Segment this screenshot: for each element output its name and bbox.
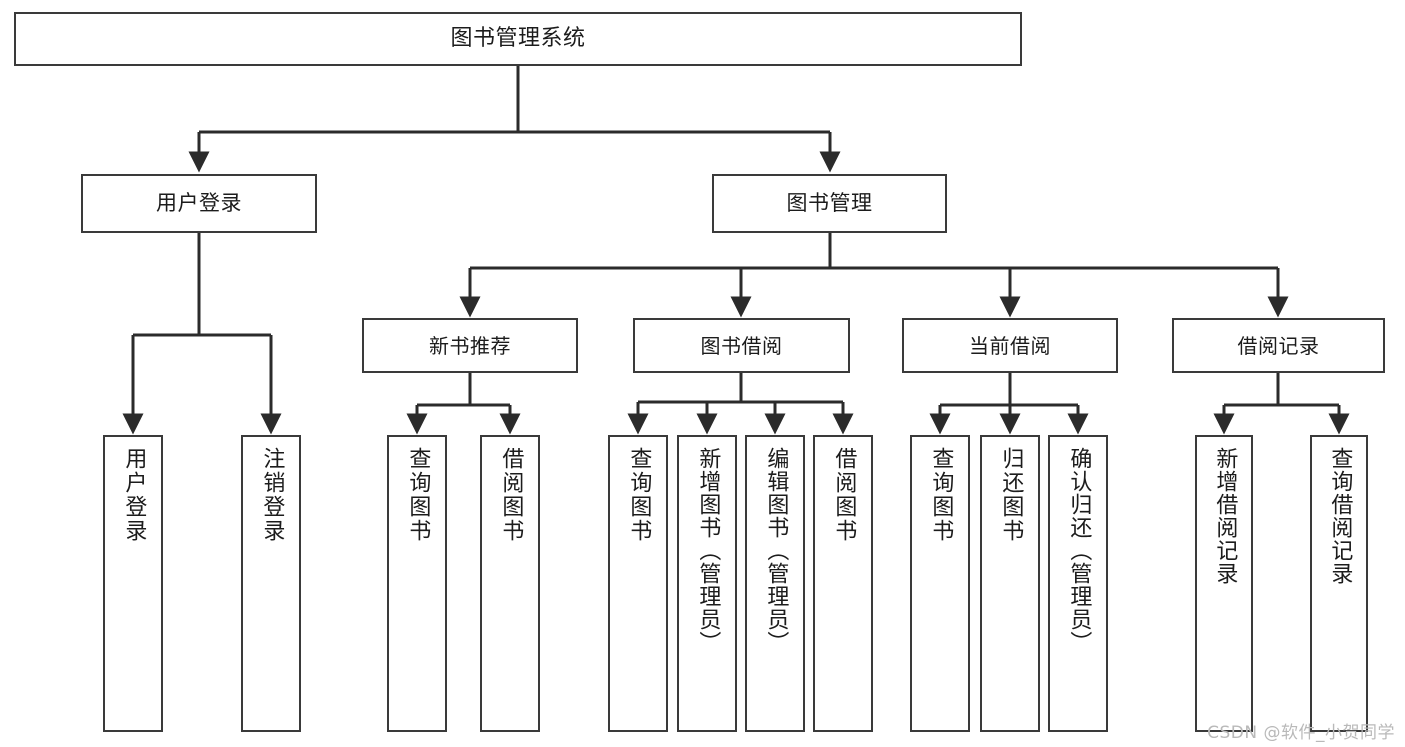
node-leaf-add-book[interactable]: 新增图书（管理员） [677, 435, 737, 732]
node-leaf-add-record-label: 新增借阅记录 [1212, 447, 1238, 585]
node-leaf-query-record-label: 查询借阅记录 [1327, 447, 1353, 585]
node-new-book-rec-label: 新书推荐 [429, 333, 511, 358]
node-root-system[interactable]: 图书管理系统 [14, 12, 1022, 66]
node-leaf-borrow-book-b[interactable]: 借阅图书 [813, 435, 873, 732]
node-leaf-confirm-return[interactable]: 确认归还（管理员） [1048, 435, 1108, 732]
node-leaf-borrow-book-a-label: 借阅图书 [498, 447, 524, 543]
node-leaf-query-book-c-label: 查询图书 [928, 447, 954, 543]
node-leaf-add-book-label: 新增图书（管理员） [695, 447, 721, 654]
node-leaf-user-logout-label: 注销登录 [259, 447, 285, 543]
node-current-borrow[interactable]: 当前借阅 [902, 318, 1118, 373]
node-leaf-query-record[interactable]: 查询借阅记录 [1310, 435, 1368, 732]
node-borrow-record-label: 借阅记录 [1237, 333, 1320, 358]
node-book-manage[interactable]: 图书管理 [712, 174, 947, 233]
node-user-login[interactable]: 用户登录 [81, 174, 317, 233]
node-leaf-user-logout[interactable]: 注销登录 [241, 435, 301, 732]
node-leaf-confirm-return-label: 确认归还（管理员） [1066, 447, 1092, 654]
node-leaf-edit-book-label: 编辑图书（管理员） [763, 447, 789, 654]
node-current-borrow-label: 当前借阅 [969, 333, 1051, 358]
node-leaf-edit-book[interactable]: 编辑图书（管理员） [745, 435, 805, 732]
node-leaf-user-login-label: 用户登录 [121, 447, 147, 543]
node-leaf-borrow-book-b-label: 借阅图书 [831, 447, 857, 543]
node-leaf-query-book-b-label: 查询图书 [626, 447, 652, 543]
node-leaf-add-record[interactable]: 新增借阅记录 [1195, 435, 1253, 732]
node-root-label: 图书管理系统 [450, 25, 586, 51]
node-leaf-borrow-book-a[interactable]: 借阅图书 [480, 435, 540, 732]
node-leaf-return-book[interactable]: 归还图书 [980, 435, 1040, 732]
node-leaf-query-book-a[interactable]: 查询图书 [387, 435, 447, 732]
node-leaf-query-book-a-label: 查询图书 [405, 447, 431, 543]
node-user-login-label: 用户登录 [156, 190, 242, 215]
node-leaf-return-book-label: 归还图书 [998, 447, 1024, 543]
node-leaf-user-login[interactable]: 用户登录 [103, 435, 163, 732]
csdn-watermark: CSDN @软件_小贺同学 [1207, 723, 1395, 743]
node-book-manage-label: 图书管理 [786, 190, 873, 215]
node-new-book-rec[interactable]: 新书推荐 [362, 318, 578, 373]
node-leaf-query-book-c[interactable]: 查询图书 [910, 435, 970, 732]
node-book-borrow[interactable]: 图书借阅 [633, 318, 850, 373]
node-leaf-query-book-b[interactable]: 查询图书 [608, 435, 668, 732]
node-book-borrow-label: 图书借阅 [700, 333, 783, 358]
node-borrow-record[interactable]: 借阅记录 [1172, 318, 1385, 373]
